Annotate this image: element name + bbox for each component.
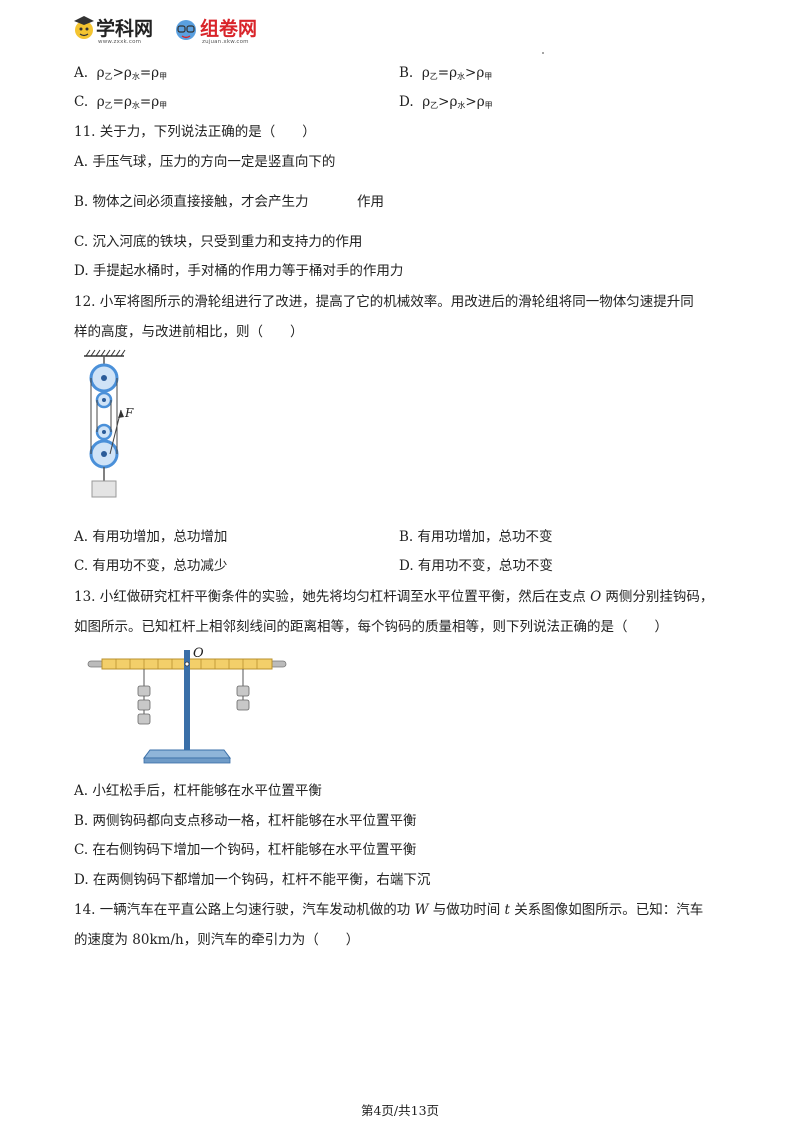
pivot-label: O [193,646,204,661]
q12-option-d: D. 有用功不变，总功不变 [399,558,553,574]
q12-stem-line2: 样的高度，与改进前相比，则（ ） [74,324,304,340]
q13-option-d: D. 在两侧钩码下都增加一个钩码，杠杆不能平衡，右端下沉 [74,872,431,888]
q10-option-a: A. ρ乙>ρ水=ρ甲 [74,65,168,81]
q13-option-c: C. 在右侧钩码下增加一个钩码，杠杆能够在水平位置平衡 [74,842,417,858]
q11-option-b: B. 物体之间必须直接接触，才会产生力 [74,194,309,210]
logo-text: 学科网 [96,18,154,40]
q11-option-c: C. 沉入河底的铁块，只受到重力和支持力的作用 [74,234,363,250]
q12-stem-line1: 12. 小军将图所示的滑轮组进行了改进，提高了它的机械效率。用改进后的滑轮组将同… [74,294,694,310]
force-label: F [125,406,134,420]
q14-stem-line1: 14. 一辆汽车在平直公路上匀速行驶，汽车发动机做的功 W 与做功时间 t 关系… [74,902,704,918]
q13-option-b: B. 两侧钩码都向支点移动一格，杠杆能够在水平位置平衡 [74,813,417,829]
xuekewang-logo: 学科网 www.zxxk.com [72,12,164,48]
zujuanwang-logo: 组卷网 zujuan.xkw.com [172,12,268,48]
q10-option-c: C. ρ乙=ρ水=ρ甲 [74,94,168,110]
logo-text: 组卷网 [200,18,258,40]
decorative-dot [542,52,544,54]
q13-stem-line2: 如图所示。已知杠杆上相邻刻线间的距离相等，每个钩码的质量相等，则下列说法正确的是… [74,619,668,635]
mascot-icon [176,20,196,40]
q13-stem-line1: 13. 小红做研究杠杆平衡条件的实验，她先将均匀杠杆调至水平位置平衡，然后在支点… [74,589,714,605]
q12-option-a: A. 有用功增加，总功增加 [74,529,228,545]
logo-url: www.zxxk.com [98,39,142,45]
q12-option-b: B. 有用功增加，总功不变 [399,529,553,545]
q14-stem-line2: 的速度为 80km/h，则汽车的牵引力为（ ） [74,932,360,948]
q10-option-b: B. ρ乙=ρ水>ρ甲 [399,65,493,81]
logo-url: zujuan.xkw.com [202,39,249,45]
q13-option-a: A. 小红松手后，杠杆能够在水平位置平衡 [74,783,322,799]
q12-option-c: C. 有用功不变，总功减少 [74,558,228,574]
q10-option-d: D. ρ乙>ρ水>ρ甲 [399,94,493,110]
lever-figure [87,650,287,764]
q11-option-b-cont: 作用 [357,194,384,210]
q11-option-a: A. 手压气球，压力的方向一定是竖直向下的 [74,154,336,170]
page-number: 第4页/共13页 [360,1103,440,1118]
q11-option-d: D. 手提起水桶时，手对桶的作用力等于桶对手的作用力 [74,263,404,279]
pulley-system-figure [84,349,126,498]
mascot-icon [74,16,94,39]
q11-stem: 11. 关于力，下列说法正确的是（ ） [74,124,316,140]
